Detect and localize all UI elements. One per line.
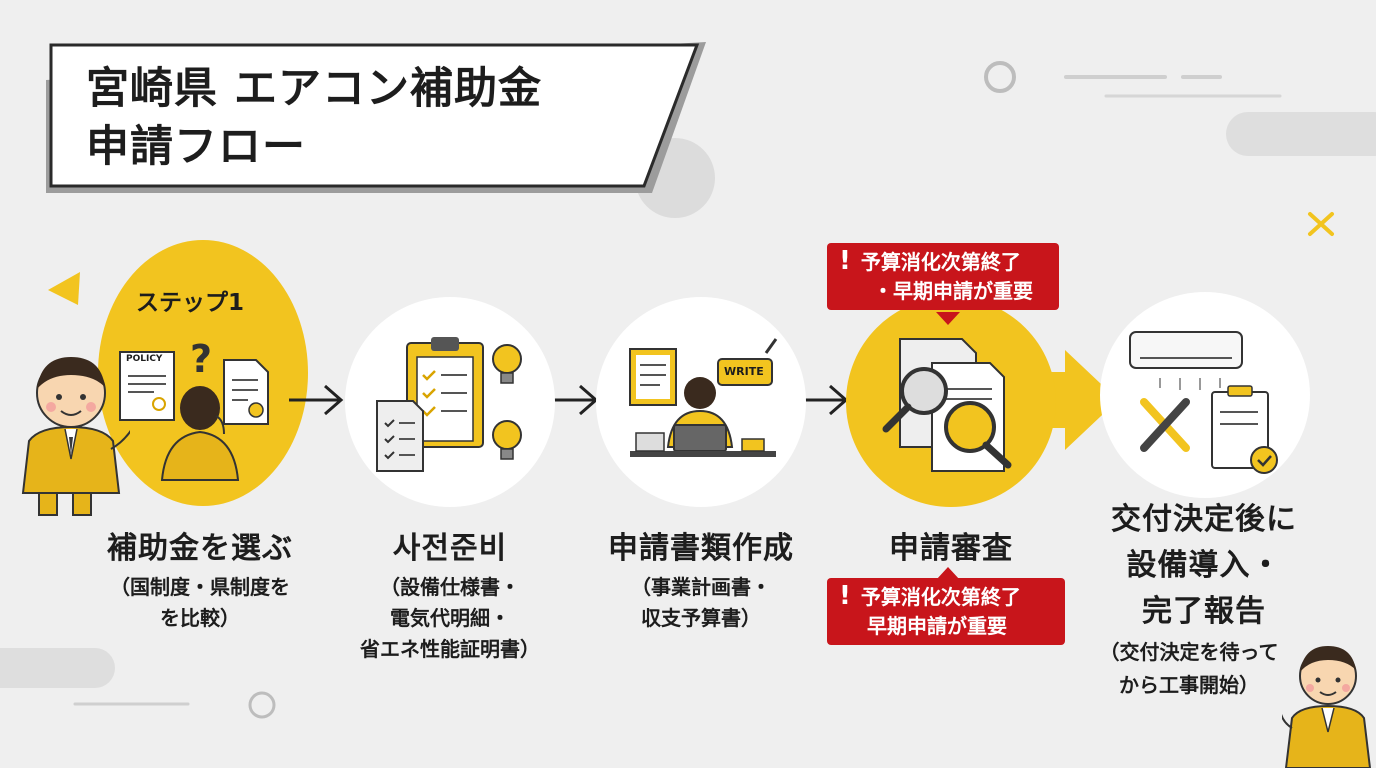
thinking-person-icon [160,386,240,481]
approved-clipboard-icon [1211,385,1278,474]
step-5-subtitle: （交付決定を待って から工事開始） [1099,640,1279,697]
write-label: WRITE [724,365,764,378]
page-title: 宮崎県 エアコン補助金 申請フロー [86,60,542,176]
lightbulb-icon [492,344,522,460]
step-2-subtitle: （設備仕様書・ 電気代明細・ 省エネ性能証明書） [360,575,540,661]
question-mark-icon: ? [190,337,212,381]
checklist-icon [376,400,424,472]
step-4-title: 申請審査 [889,531,1013,566]
air-conditioner-icon [1129,331,1243,390]
policy-document-icon [119,351,175,421]
step-1-title: 補助金を選ぶ [107,531,293,566]
mascot-left [21,357,130,516]
arrow-1-2 [289,384,344,416]
mascot-right [1282,646,1372,768]
step-3-title: 申請書類作成 [608,531,794,566]
title-line-2: 申請フロー [86,122,306,172]
laptop-person-icon [630,377,776,457]
warning-top-pointer [936,312,960,325]
step-5-circle [1100,292,1310,498]
step-1-circle: ? [98,240,308,506]
checked-document-icon [223,359,269,425]
title-card [46,42,706,193]
policy-label: POLICY [126,354,163,364]
clipboard-icon [406,337,484,448]
magnifier-document-icon [882,338,1012,472]
step-4-circle [846,297,1056,507]
step-1-badge: ステップ1 [136,290,245,316]
step-2-title: 사전준비 [392,531,508,566]
step-3-circle [596,297,806,507]
title-line-1: 宮崎県 エアコン補助金 [86,64,542,114]
step-5-title: 交付決定後に 設備導入・ 完了報告 [1111,502,1297,629]
warning-bottom: !予算消化次第終了 早期申請が重要 [827,578,1065,645]
warning-icon: ! [839,581,851,611]
step-3-subtitle: （事業計画書・ 収支予算書） [631,575,771,630]
warning-top: !予算消化次第終了 ・早期申請が重要 [827,243,1059,310]
step-2-circle [345,297,555,507]
document-icon [629,348,677,406]
warning-icon: ! [839,246,851,276]
step-1-subtitle: （国制度・県制度を を比較） [110,575,290,630]
tools-icon [1140,398,1190,452]
warning-bottom-pointer [936,567,960,580]
